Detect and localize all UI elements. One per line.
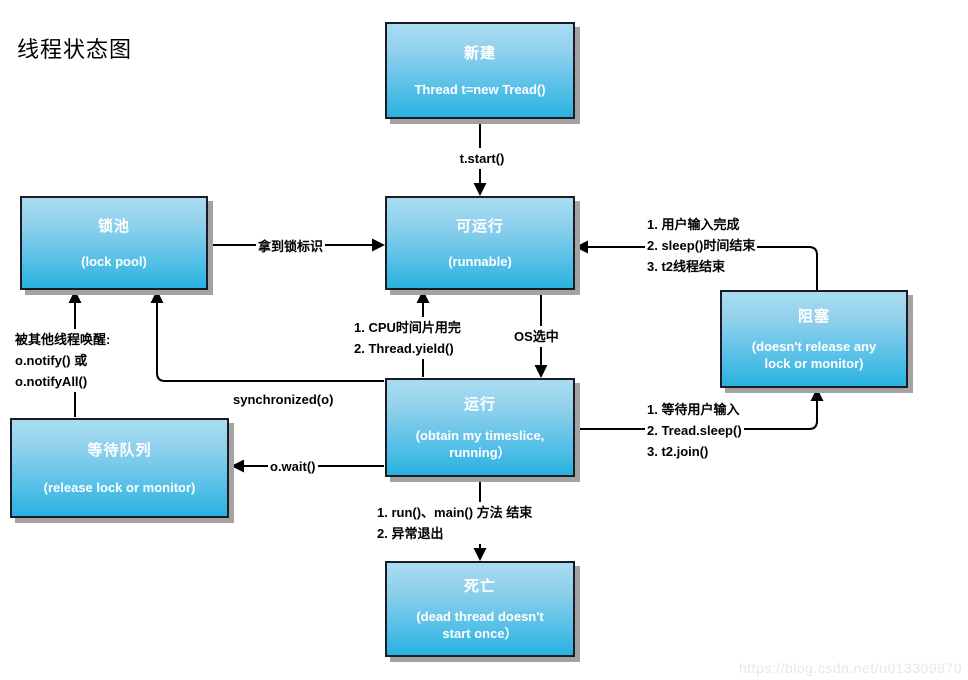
node-lock-pool: 锁池 (lock pool) — [20, 196, 208, 290]
page-title: 线程状态图 — [17, 38, 133, 63]
edge-blocked-to-runnable — [575, 240, 818, 290]
edge-label-running-to-dead: 1. run()、main() 方法 结束 2. 异常退出 — [375, 502, 535, 544]
node-new-title: 新建 — [463, 45, 496, 63]
edge-label-running-to-blocked: 1. 等待用户输入 2. Tread.sleep() 3. t2.join() — [645, 399, 744, 462]
edge-label-got-lock: 拿到锁标识 — [256, 236, 326, 257]
edge-label-blocked-to-runnable: 1. 用户输入完成 2. sleep()时间结束 3. t2线程结束 — [645, 214, 758, 277]
node-blocked-subtitle: (doesn't release any lock or monitor) — [751, 339, 877, 372]
edge-label-notify: 被其他线程唤醒: o.notify() 或 o.notifyAll() — [13, 329, 113, 392]
node-runnable-subtitle: (runnable) — [448, 253, 512, 269]
edge-running-to-lockpool — [150, 290, 384, 382]
node-running: 运行 (obtain my timeslice, running） — [385, 378, 575, 477]
node-running-subtitle: (obtain my timeslice, running） — [415, 427, 545, 460]
node-runnable: 可运行 (runnable) — [385, 196, 575, 290]
node-new-subtitle: Thread t=new Tread() — [414, 81, 546, 97]
watermark: https://blog.csdn.net/u013309870 — [738, 660, 962, 676]
node-wait-queue: 等待队列 (release lock or monitor) — [10, 418, 229, 518]
node-wait-queue-subtitle: (release lock or monitor) — [43, 479, 196, 495]
node-new: 新建 Thread t=new Tread() — [385, 22, 575, 119]
node-running-title: 运行 — [463, 396, 496, 414]
node-lock-pool-subtitle: (lock pool) — [81, 253, 147, 269]
node-dead-title: 死亡 — [463, 578, 496, 596]
edge-label-synchronized: synchronized(o) — [231, 389, 336, 410]
node-dead: 死亡 (dead thread doesn't start once） — [385, 561, 575, 657]
edge-label-t-start: t.start() — [436, 148, 528, 169]
node-wait-queue-title: 等待队列 — [87, 442, 152, 460]
node-lock-pool-title: 锁池 — [97, 218, 130, 236]
node-blocked-title: 阻塞 — [797, 308, 830, 326]
edge-running-to-blocked — [576, 388, 824, 430]
edge-label-o-wait: o.wait() — [268, 456, 318, 477]
node-dead-subtitle: (dead thread doesn't start once） — [416, 608, 544, 641]
edge-label-os-select: OS选中 — [512, 326, 561, 347]
edge-label-cpu-yield: 1. CPU时间片用完 2. Thread.yield() — [352, 317, 463, 359]
node-blocked: 阻塞 (doesn't release any lock or monitor) — [720, 290, 908, 388]
node-runnable-title: 可运行 — [455, 218, 504, 236]
